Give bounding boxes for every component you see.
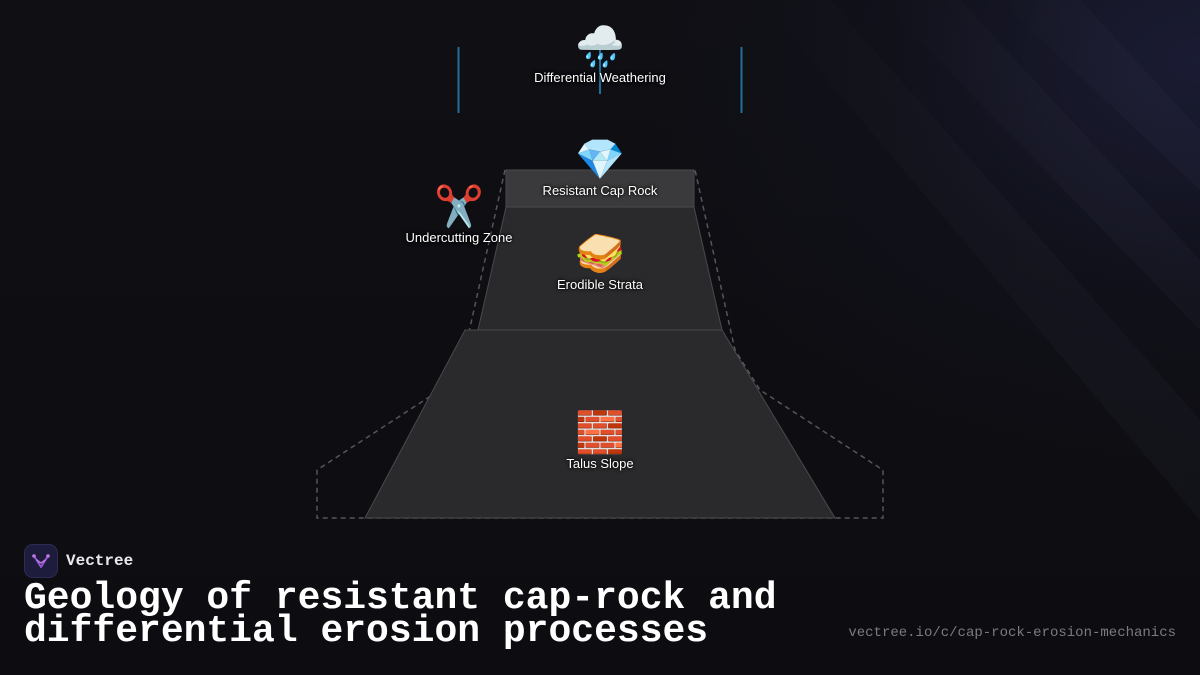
node-talus-slope: 🧱 Talus Slope [566, 410, 633, 472]
page-title: Geology of resistant cap-rock and differ… [24, 577, 777, 653]
node-resistant-cap-rock: 💎 Resistant Cap Rock [543, 137, 658, 199]
node-erodible-strata: 🥪 Erodible Strata [557, 231, 643, 293]
node-label: Differential Weathering [534, 70, 666, 85]
cap-rock-layer [505, 169, 695, 208]
brand[interactable]: Vectree [24, 544, 133, 578]
scissors-icon: ✂️ [434, 184, 484, 230]
node-label: Undercutting Zone [405, 230, 513, 245]
brick-icon: 🧱 [575, 410, 625, 456]
source-url[interactable]: vectree.io/c/cap-rock-erosion-mechanics [848, 625, 1176, 641]
rain-cloud-icon: 🌧️ [575, 24, 625, 70]
brand-name: Vectree [66, 552, 134, 570]
node-label: Resistant Cap Rock [542, 183, 658, 198]
node-label: Erodible Strata [557, 277, 643, 292]
node-undercutting-zone: ✂️ Undercutting Zone [406, 184, 513, 246]
node-differential-weathering: 🌧️ Differential Weathering [534, 24, 666, 86]
gem-icon: 💎 [575, 137, 625, 183]
sandwich-icon: 🥪 [575, 231, 625, 277]
vectree-logo-icon [24, 544, 58, 578]
node-label: Talus Slope [566, 456, 634, 471]
